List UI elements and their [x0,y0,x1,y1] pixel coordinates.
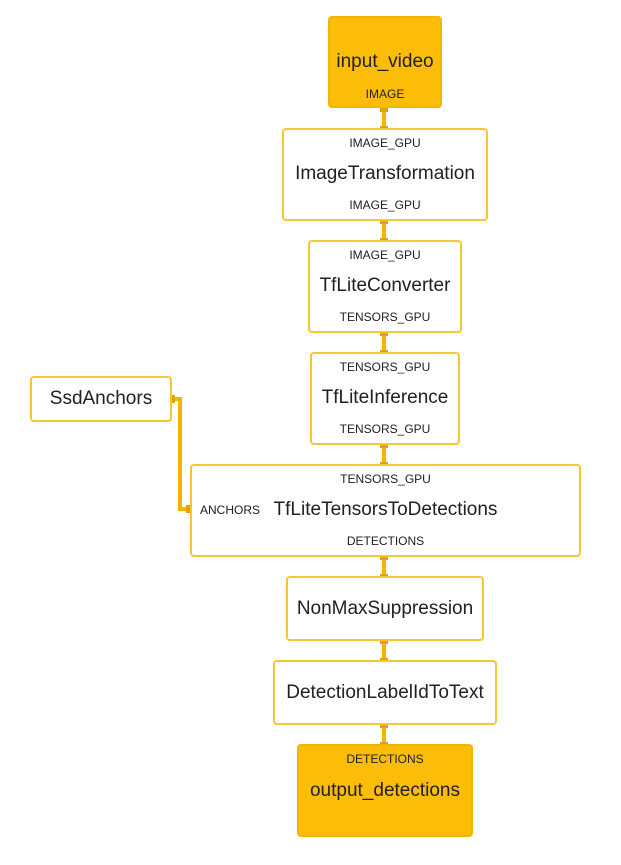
edge-anchors-horizontal-top [170,397,182,401]
node-tensors-to-detections[interactable]: TENSORS_GPU ANCHORS TfLiteTensorsToDetec… [190,464,581,557]
edge-anchors-vertical [178,397,182,511]
node-title: TfLiteConverter [319,275,451,296]
input-port-label: DETECTIONS [346,752,424,766]
node-tflite-converter[interactable]: IMAGE_GPU TfLiteConverter TENSORS_GPU [308,240,462,333]
input-port-label: TENSORS_GPU [339,360,431,374]
node-title: DetectionLabelIdToText [286,682,484,703]
edge-nms-to-label [382,640,386,662]
node-image-transformation[interactable]: IMAGE_GPU ImageTransformation IMAGE_GPU [282,128,488,221]
edge-transform-to-converter [382,220,386,242]
edge-inference-to-detections [382,444,386,466]
node-non-max-suppression[interactable]: NonMaxSuppression [286,576,484,641]
node-title: NonMaxSuppression [296,598,474,619]
edge-detections-to-nms [382,556,386,578]
input-port-label: IMAGE_GPU [349,248,421,262]
edge-converter-to-inference [382,332,386,354]
node-title: SsdAnchors [49,388,153,409]
output-port-label: DETECTIONS [346,534,425,548]
anchors-port-label: ANCHORS [200,503,261,517]
node-detection-label-id-to-text[interactable]: DetectionLabelIdToText [273,660,497,725]
output-port-label: TENSORS_GPU [339,310,431,324]
node-output-detections[interactable]: DETECTIONS output_detections [297,744,473,837]
node-ssd-anchors[interactable]: SsdAnchors [30,376,172,422]
node-title: TfLiteInference [321,387,449,408]
node-input-video[interactable]: input_video IMAGE [328,16,442,108]
edge-label-to-output [382,724,386,746]
node-title: TfLiteTensorsToDetections [273,499,498,520]
port-marker [380,104,388,112]
input-port-label: IMAGE_GPU [349,136,421,150]
input-port-label: TENSORS_GPU [340,472,431,486]
edge-input-to-transform [382,108,386,130]
output-port-label: IMAGE_GPU [349,198,421,212]
node-title: output_detections [309,780,460,801]
output-port-label: TENSORS_GPU [339,422,431,436]
output-port-label: IMAGE [365,87,405,101]
edge-anchors-horizontal-bottom [178,507,190,511]
node-title: ImageTransformation [295,163,475,184]
node-tflite-inference[interactable]: TENSORS_GPU TfLiteInference TENSORS_GPU [310,352,460,445]
node-title: input_video [336,51,434,72]
